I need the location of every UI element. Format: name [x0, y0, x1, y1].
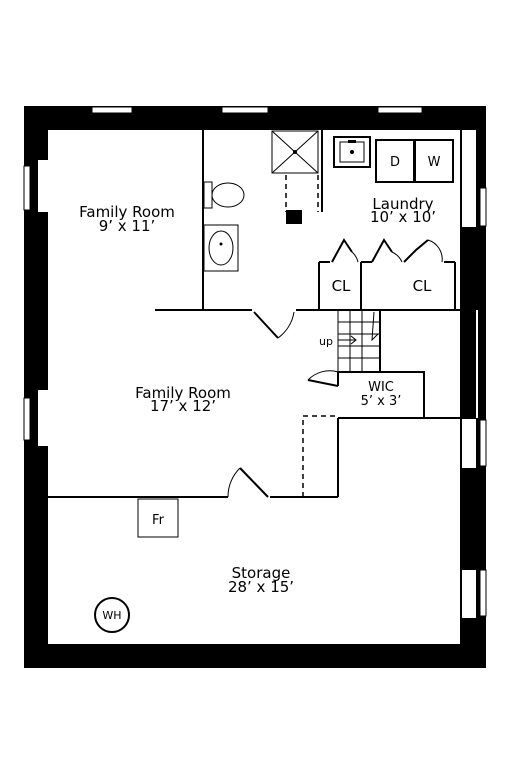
room-name-laundry: Laundry [372, 195, 433, 213]
room-name-family-large: Family Room [135, 384, 231, 402]
toilet-icon [203, 181, 245, 209]
room-dims-wic: 5’ x 3’ [361, 394, 402, 409]
washer-label: W [428, 155, 441, 170]
furnace-label: Fr [152, 513, 165, 528]
water-heater-icon: WH [94, 597, 130, 633]
room-dims-family-large: 17’ x 12’ [150, 397, 216, 415]
interior-walls [48, 130, 476, 498]
washer-icon [414, 139, 454, 183]
sink-icon [203, 224, 239, 272]
laundry-sink-icon [333, 136, 371, 168]
closet-label-2: CL [413, 277, 432, 295]
room-name-family-small: Family Room [79, 203, 175, 221]
windows [23, 106, 487, 617]
bathroom-fixtures [203, 130, 319, 272]
room-name-storage: Storage [232, 564, 291, 582]
room-labels: Family Room 9’ x 11’ Laundry 10’ x 10’ F… [79, 195, 436, 596]
room-dims-laundry: 10’ x 10’ [370, 208, 436, 226]
dryer-label: D [390, 155, 400, 170]
stairs: up [319, 309, 381, 373]
water-heater-label: WH [102, 609, 121, 622]
shower-icon [271, 130, 319, 174]
furnace-icon: Fr [137, 498, 179, 538]
closet-label-1: CL [332, 277, 351, 295]
room-dims-family-small: 9’ x 11’ [99, 217, 156, 235]
room-dims-storage: 28’ x 15’ [228, 578, 294, 596]
stairs-up-label: up [319, 335, 333, 348]
room-name-wic: WIC [368, 380, 394, 395]
laundry-fixtures: D W [333, 136, 454, 183]
doors [227, 238, 443, 498]
